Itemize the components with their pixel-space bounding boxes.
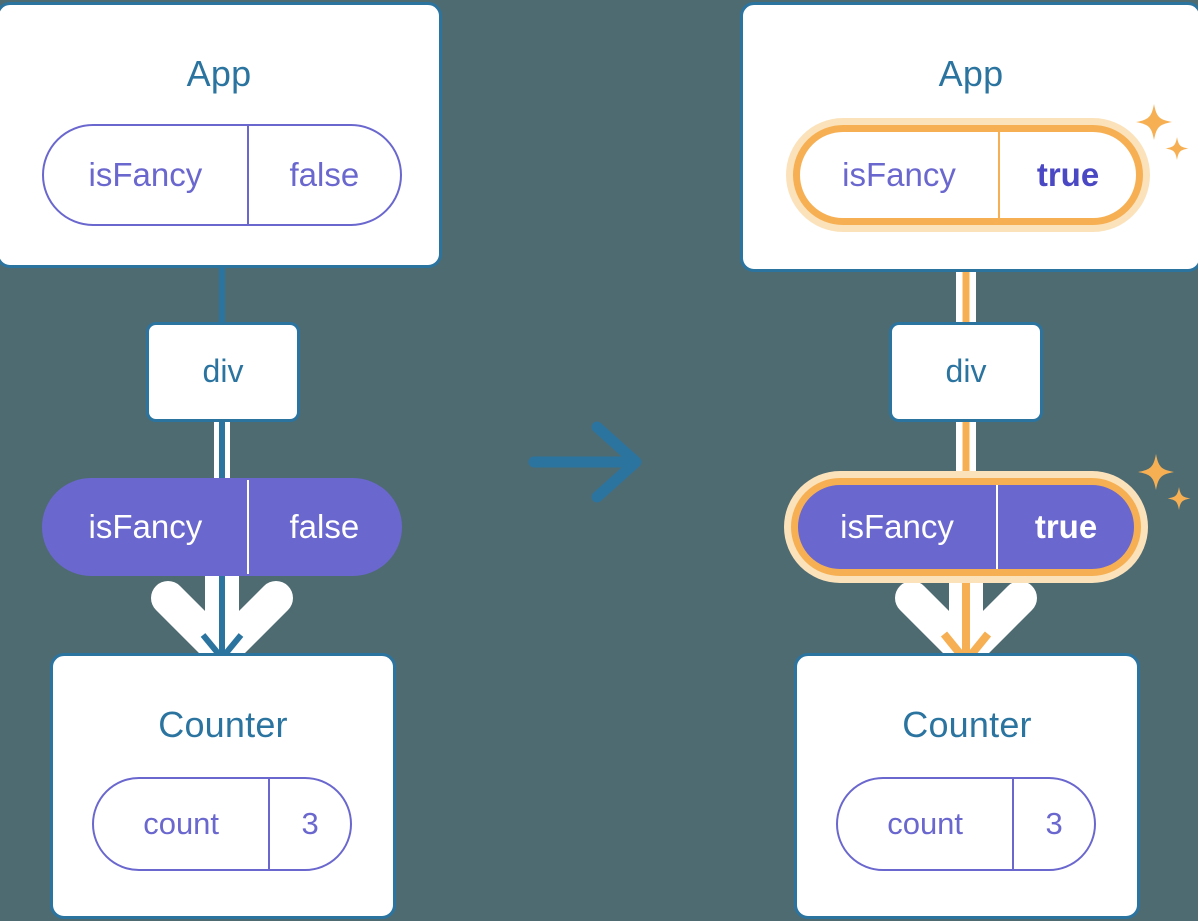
prop-pill-key: isFancy — [88, 508, 203, 545]
transition-arrow-right-icon — [528, 421, 642, 503]
state-pill-value: false — [246, 126, 400, 224]
state-pill-value-after: true — [998, 132, 1136, 218]
prop-pill-isfancy-after[interactable]: isFancy true — [791, 478, 1141, 576]
div-box-before: div — [146, 322, 300, 422]
div-box-after: div — [889, 322, 1043, 422]
state-pill-count-before[interactable]: count 3 — [92, 777, 352, 871]
state-pill-count-after[interactable]: count 3 — [836, 777, 1096, 871]
prop-pill-isfancy-before[interactable]: isFancy false — [42, 478, 402, 576]
prop-pill-key-after: isFancy — [840, 508, 954, 545]
counter-box-title: Counter — [158, 704, 288, 745]
count-pill-key-after: count — [887, 806, 964, 841]
count-pill-key: count — [143, 806, 220, 841]
prop-pill-value-after: true — [996, 485, 1134, 569]
state-pill-key-after: isFancy — [842, 156, 956, 193]
app-box-title-after: App — [938, 53, 1004, 94]
count-pill-value-after: 3 — [1012, 779, 1094, 869]
div-box-label-after: div — [945, 353, 987, 389]
app-box-title: App — [186, 53, 252, 94]
state-pill-key: isFancy — [88, 156, 203, 193]
div-box-label: div — [202, 353, 244, 389]
state-pill-isfancy-before[interactable]: isFancy false — [42, 124, 402, 226]
counter-box-title-after: Counter — [902, 704, 1032, 745]
state-pill-isfancy-after[interactable]: isFancy true — [793, 125, 1143, 225]
count-pill-value: 3 — [268, 779, 350, 869]
prop-pill-value: false — [246, 480, 400, 574]
